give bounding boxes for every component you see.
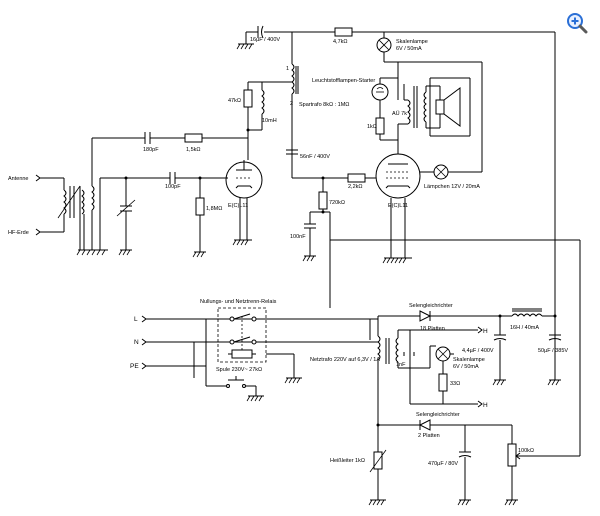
anode-wiring-left bbox=[243, 81, 292, 160]
label-lamp-bottom-rating: 6V / 50mA bbox=[453, 364, 479, 370]
label-num-2: 2 bbox=[290, 101, 293, 107]
ground-tube-2 bbox=[382, 257, 412, 264]
feedback-path bbox=[92, 132, 248, 144]
label-H2: H bbox=[483, 402, 488, 409]
label-cap-56n: 56nF / 400V bbox=[300, 154, 330, 160]
label-starter: Leuchtstofflampen-Starter bbox=[312, 78, 375, 84]
spartrafo bbox=[291, 32, 299, 178]
label-cap-44u: 4,4µF / 400V bbox=[462, 348, 494, 354]
label-tube-2: E(C)L11 bbox=[388, 203, 408, 209]
label-tube-1: E(C)L11 bbox=[228, 203, 248, 209]
label-cap-1nf: 1nF bbox=[396, 362, 406, 368]
choke bbox=[511, 308, 562, 386]
thermistor bbox=[368, 425, 387, 506]
lamp-12v bbox=[433, 164, 455, 180]
label-netztrafo: Netztrafo 220V auf 6,3V / 1A bbox=[310, 357, 380, 363]
label-res-1k: 1kΩ bbox=[367, 124, 377, 130]
label-cap-180p: 180pF bbox=[143, 147, 159, 153]
label-lamp-12v: Lämpchen 12V / 20mA bbox=[424, 184, 480, 190]
label-choke: 16H / 40mA bbox=[510, 325, 539, 331]
label-selen-1: Selengleichrichter bbox=[409, 303, 453, 309]
starter-section bbox=[371, 77, 398, 141]
push-switch bbox=[226, 376, 264, 402]
magnifier-plus-icon bbox=[567, 13, 588, 34]
selen-rectifier-2 bbox=[376, 419, 512, 506]
label-res-47k: 47kΩ bbox=[228, 98, 241, 104]
label-H1: H bbox=[483, 328, 488, 335]
top-rail bbox=[264, 31, 556, 340]
zoom-in-button[interactable] bbox=[566, 12, 588, 34]
selen-rectifier-1 bbox=[378, 310, 512, 386]
label-selen-2-plates: 2 Platten bbox=[418, 433, 440, 439]
label-antenne: Antenne bbox=[8, 176, 29, 182]
heater-secondary bbox=[398, 326, 483, 408]
ground-tube-1 bbox=[232, 239, 252, 246]
ground-relay bbox=[266, 353, 302, 384]
label-cap-470u: 470µF / 80V bbox=[428, 461, 458, 467]
antenna-section bbox=[35, 138, 170, 256]
label-L: L bbox=[134, 316, 138, 323]
label-cap-50u: 50µF / 385V bbox=[538, 348, 568, 354]
capacitor-100pf bbox=[169, 172, 228, 258]
label-pot-100k: 100kΩ bbox=[518, 448, 534, 454]
resistor-4k7 bbox=[334, 27, 353, 37]
mains-connectors bbox=[141, 315, 370, 387]
label-spartrafo: Spartrafo 8kΩ : 1MΩ bbox=[299, 102, 349, 108]
potentiometer-100k bbox=[330, 239, 581, 506]
label-res-720k: 720kΩ bbox=[329, 200, 345, 206]
label-res-1m8: 1,8MΩ bbox=[206, 206, 222, 212]
label-coil-10mh: 10mH bbox=[262, 118, 277, 124]
label-selen-1-plates: 18 Platten bbox=[420, 326, 445, 332]
variable-capacitor bbox=[116, 176, 136, 256]
label-cap-100p: 100pF bbox=[165, 184, 181, 190]
label-hf-erde: HF-Erde bbox=[8, 230, 29, 236]
label-relay: Nullungs- und Netztrenn-Relais bbox=[200, 299, 277, 305]
relay-box bbox=[193, 307, 267, 378]
label-res-2k2: 2,2kΩ bbox=[348, 184, 363, 190]
label-lamp-top-rating: 6V / 50mA bbox=[396, 46, 422, 52]
mains-transformer bbox=[369, 316, 399, 500]
grid-resistors bbox=[302, 173, 380, 308]
tube-1 bbox=[225, 160, 263, 240]
capacitor-56nf bbox=[286, 149, 348, 179]
label-lamp-bottom: Skalenlampe bbox=[453, 357, 485, 363]
label-cap-16uf: 16µF / 400V bbox=[250, 37, 280, 43]
label-selen-2: Selengleichrichter bbox=[416, 412, 460, 418]
label-N: N bbox=[134, 339, 139, 346]
lamp-top bbox=[376, 32, 483, 173]
label-spule: Spule 230V~ 27kΩ bbox=[216, 367, 262, 373]
output-transformer bbox=[397, 62, 440, 130]
tube-2 bbox=[375, 130, 434, 258]
label-cap-100n: 100nF bbox=[290, 234, 306, 240]
label-res-33: 33Ω bbox=[450, 381, 460, 387]
label-PE: PE bbox=[130, 363, 139, 370]
speaker bbox=[429, 77, 471, 137]
capacitor-16uf bbox=[236, 25, 264, 50]
label-heissleiter: Heißleiter 1kΩ bbox=[330, 458, 365, 464]
label-res-4k7: 4,7kΩ bbox=[333, 39, 348, 45]
label-res-1k5: 1,5kΩ bbox=[186, 147, 201, 153]
label-au7k: AÜ 7k bbox=[392, 110, 407, 117]
label-lamp-top: Skalenlampe bbox=[396, 39, 428, 45]
label-num-1: 1 bbox=[286, 66, 289, 72]
